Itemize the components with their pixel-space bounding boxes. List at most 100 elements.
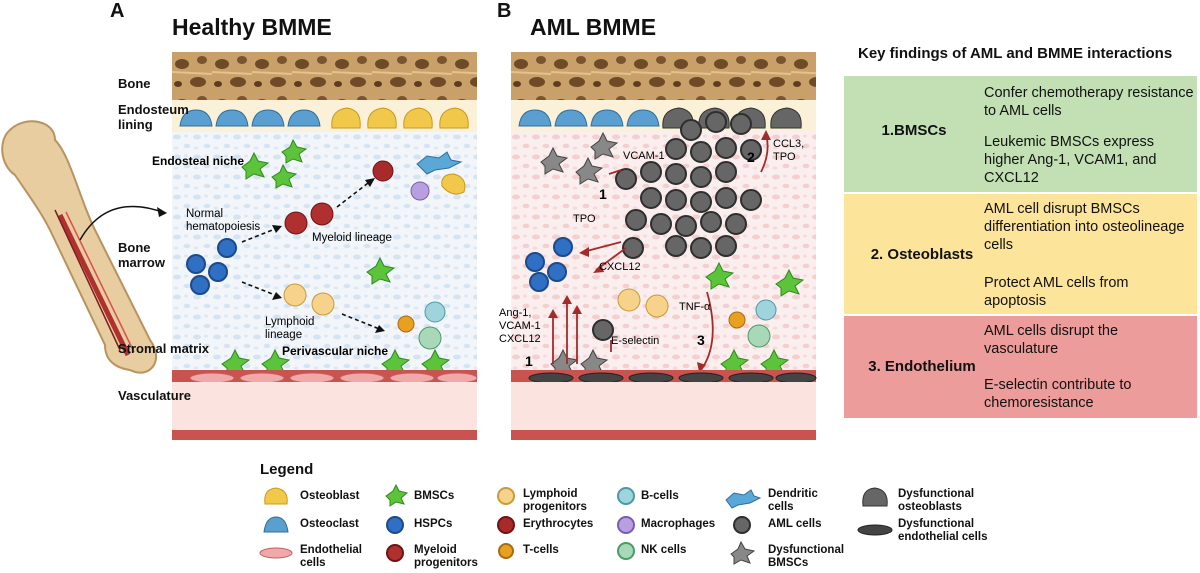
legend-dendritic: Dendritic cells xyxy=(768,488,818,513)
label-num1-bottom: 1 xyxy=(525,353,533,369)
legend-nkcells: NK cells xyxy=(641,544,687,556)
legend-dys-bmscs: Dysfunctional BMSCs xyxy=(768,544,845,569)
legend-lymphoid: Lymphoid progenitors xyxy=(523,488,587,513)
osteoclast-row-aml xyxy=(518,109,660,127)
hspc-cluster-aml xyxy=(525,237,573,292)
findings-title: Key findings of AML and BMME interaction… xyxy=(858,45,1173,62)
legend-osteoblast: Osteoblast xyxy=(300,490,360,502)
hspc-cluster xyxy=(186,238,237,295)
healthy-bmme-diagram: Endosteal niche Normal hematopoiesis Mye… xyxy=(152,52,478,440)
myeloid-icon xyxy=(386,544,404,562)
bone-layer xyxy=(172,52,477,100)
osteoblast-icon xyxy=(264,487,288,505)
label-normal-hematopoiesis-1: Normal xyxy=(186,208,223,220)
legend-dys-endothelial: Dysfunctional endothelial cells xyxy=(898,518,988,543)
bmsc-aml-1 xyxy=(705,261,735,290)
aml-cell-icon xyxy=(733,516,751,534)
label-bone: Bone xyxy=(118,76,151,91)
legend-tcells: T-cells xyxy=(523,544,559,556)
red-arrows xyxy=(552,133,769,371)
b-cell xyxy=(424,301,446,323)
label-perivascular-niche: Perivascular niche xyxy=(282,344,388,358)
legend-bcells: B-cells xyxy=(641,490,679,502)
bmsc-cluster-top xyxy=(241,138,308,189)
findings-row-endothelium: 3. Endothelium AML cells disrupt the vas… xyxy=(844,316,1197,418)
dys-osteoblast-icon xyxy=(862,487,888,507)
myeloid-progenitor-2 xyxy=(310,202,334,226)
label-tpo-top: TPO xyxy=(773,151,796,163)
findings-heading-osteoblasts: 2. Osteoblasts xyxy=(870,246,974,263)
dysfunctional-bmscs-top xyxy=(540,131,619,185)
findings-row-osteoblasts: 2. Osteoblasts AML cell disrupt BMSCs di… xyxy=(844,194,1197,314)
nk-cell xyxy=(418,326,442,350)
label-num1-top: 1 xyxy=(599,186,607,202)
bmsc-mid xyxy=(366,256,396,285)
lymphoid-aml-1 xyxy=(617,288,641,312)
legend-amlcells: AML cells xyxy=(768,518,822,530)
label-vcam1: VCAM-1 xyxy=(623,150,665,162)
bmsc-aml-2 xyxy=(775,268,805,297)
label-bone-marrow: Bone marrow xyxy=(118,240,165,270)
lymphoid-progenitor-1 xyxy=(283,283,307,307)
label-tpo: TPO xyxy=(573,213,596,225)
label-vasculature: Vasculature xyxy=(118,388,191,403)
findings-text-bmscs-2: Leukemic BMSCs express higher Ang-1, VCA… xyxy=(984,134,1157,186)
dashed-arrows xyxy=(241,179,383,331)
nkcell-icon xyxy=(617,542,635,560)
label-num2: 2 xyxy=(747,149,755,165)
label-ang1-2: VCAM-1 xyxy=(499,320,541,332)
label-ccl3: CCL3, xyxy=(773,138,804,150)
panel-a-letter: A xyxy=(110,0,125,22)
osteoblast-free xyxy=(441,173,466,195)
dys-endothelial-icon xyxy=(857,524,893,536)
lymphoid-progenitor-2 xyxy=(311,292,335,316)
legend-hspcs: HSPCs xyxy=(414,518,453,530)
endothelial-cells xyxy=(189,372,478,384)
label-stromal-matrix: Stromal matrix xyxy=(118,341,210,356)
dys-bmsc-icon xyxy=(730,540,756,565)
bcell-icon xyxy=(617,487,635,505)
legend-endothelial: Endothelial cells xyxy=(300,544,362,569)
panel-b-title: AML BMME xyxy=(530,14,657,40)
vessel-wall-bottom xyxy=(172,430,477,440)
legend-osteoclast: Osteoclast xyxy=(300,518,359,530)
findings-heading-bmscs: 1.BMSCs xyxy=(881,122,947,139)
findings-text-osteoblasts-2: Protect AML cells from apoptosis xyxy=(984,275,1129,309)
vessel-lumen xyxy=(172,382,477,430)
bmsc-icon xyxy=(385,483,409,507)
label-num3: 3 xyxy=(697,332,705,348)
label-lymphoid-1: Lymphoid xyxy=(265,316,314,328)
aml-cell-cluster xyxy=(592,111,762,341)
endothelial-icon xyxy=(259,547,293,559)
dendritic-cell xyxy=(416,151,463,175)
osteoblast-row xyxy=(331,107,469,129)
findings-text-bmscs-1: Confer chemotherapy resistance to AML ce… xyxy=(984,85,1194,119)
macrophage-icon xyxy=(617,516,635,534)
nk-cell-aml xyxy=(747,324,771,348)
findings-text-osteoblasts-1: AML cell disrupt BMSCs differentiation i… xyxy=(984,201,1185,253)
osteoclast-icon xyxy=(263,516,289,533)
panel-b-letter: B xyxy=(497,0,512,22)
label-endosteum: Endosteum lining xyxy=(118,102,189,132)
label-myeloid-lineage: Myeloid lineage xyxy=(312,232,392,244)
hspc-icon xyxy=(386,516,404,534)
lymphoid-icon xyxy=(497,487,515,505)
legend-erythrocytes: Erythrocytes xyxy=(523,518,594,530)
myeloid-progenitor-1 xyxy=(284,211,308,235)
legend-myeloid: Myeloid progenitors xyxy=(414,544,478,569)
tcell-icon xyxy=(498,543,514,559)
bmsc-perivascular xyxy=(221,348,451,377)
findings-heading-endothelium: 3. Endothelium xyxy=(868,358,976,375)
b-cell-aml xyxy=(755,299,777,321)
lymphoid-aml-2 xyxy=(645,294,669,318)
legend-dys-osteoblasts: Dysfunctional osteoblasts xyxy=(898,488,975,513)
t-cell-aml xyxy=(728,311,746,329)
legend-macrophages: Macrophages xyxy=(641,518,716,530)
legend-title: Legend xyxy=(260,461,314,478)
label-ang1-3: CXCL12 xyxy=(499,333,541,345)
dendritic-icon xyxy=(725,489,762,509)
findings-text-endothelium-1: AML cells disrupt the vasculature xyxy=(984,323,1119,357)
zoom-arrow xyxy=(79,205,167,241)
t-cell xyxy=(397,315,415,333)
label-cxcl12: CXCL12 xyxy=(599,261,641,273)
